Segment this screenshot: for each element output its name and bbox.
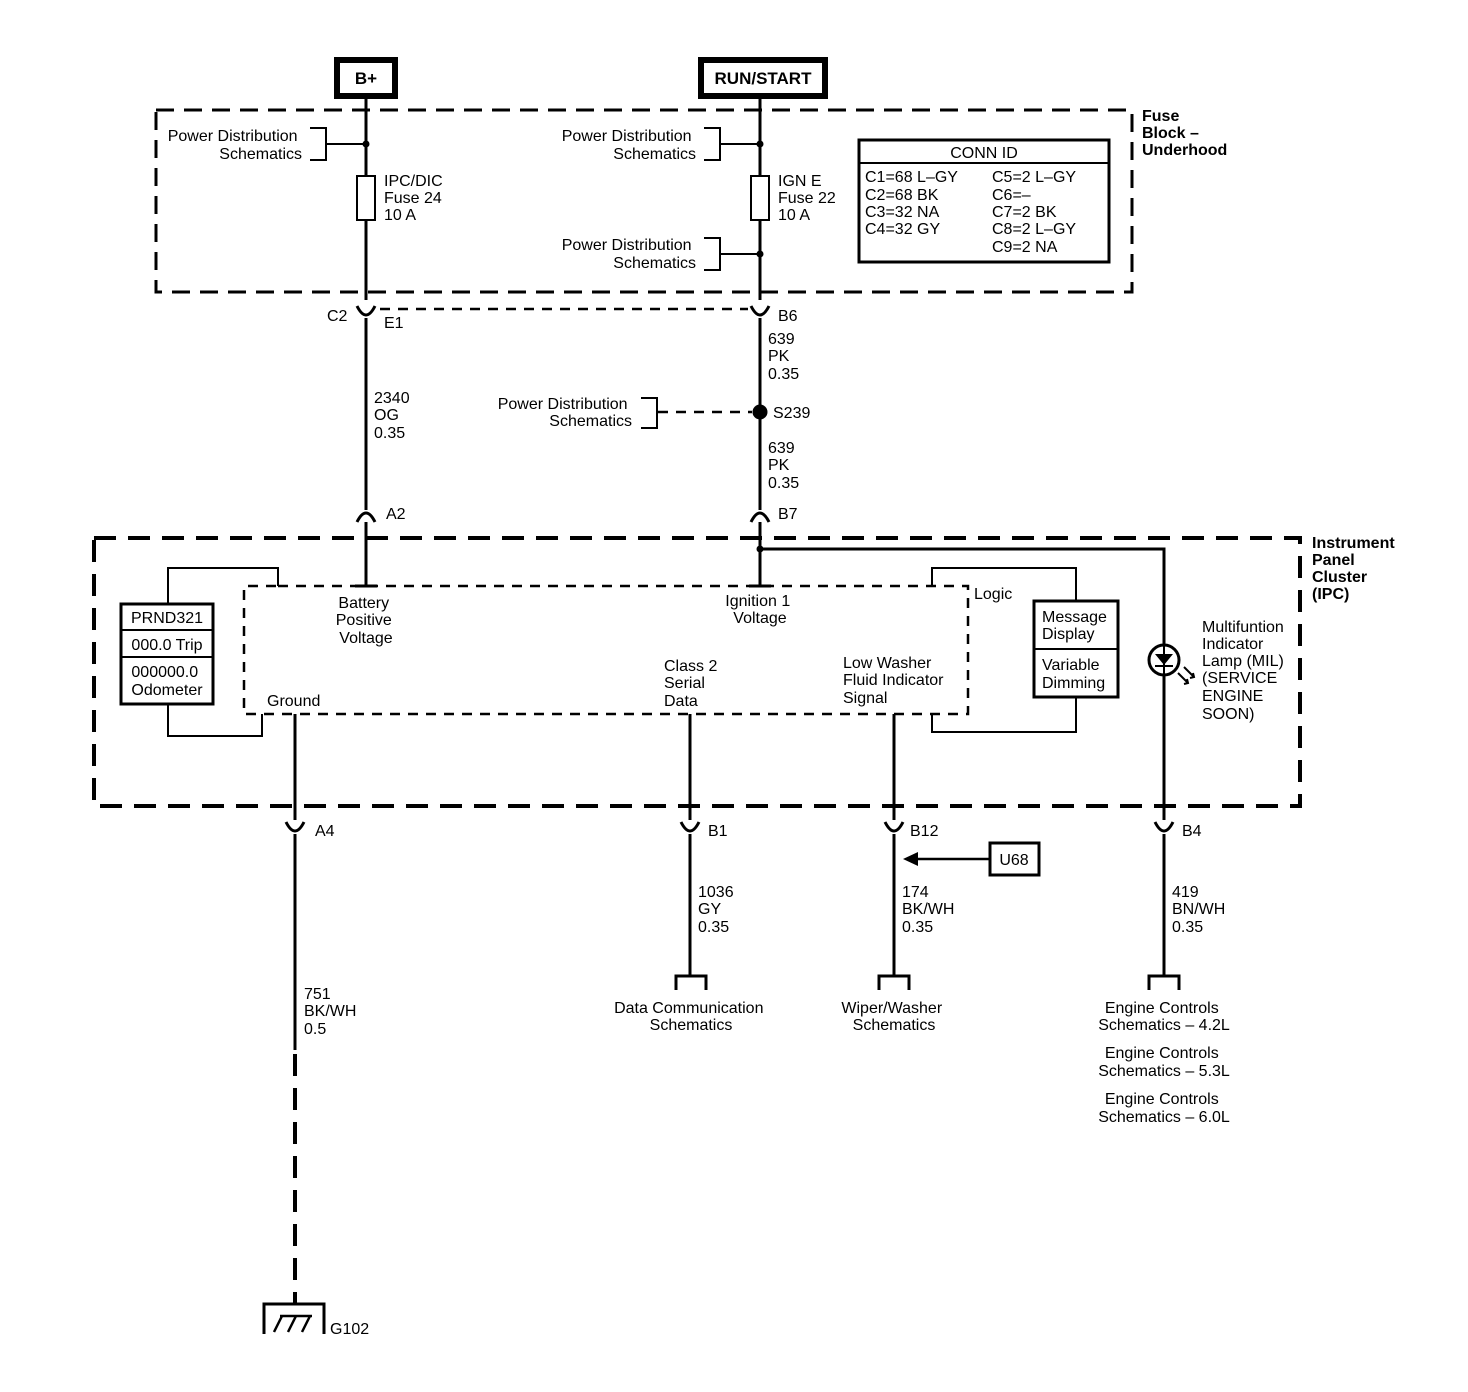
connector-b7: B7 (749, 506, 798, 523)
battery-voltage-label: Battery Positive Voltage (336, 595, 396, 647)
variable-dimming-label: Variable Dimming (1042, 657, 1105, 692)
engine-60-label: Engine Controls Schematics – 6.0L (1098, 1091, 1230, 1126)
wiper-label: Wiper/Washer Schematics (841, 1000, 946, 1034)
connector-a4-label: A4 (315, 823, 335, 840)
class2-label: Class 2 Serial Data (664, 658, 722, 710)
fuse-block-boundary (154, 108, 1134, 294)
connector-a4: A4 (284, 821, 335, 840)
washer-label: Low Washer Fluid Indicator Signal (843, 655, 948, 707)
connector-b7-label: B7 (778, 506, 798, 523)
logic-label: Logic (974, 586, 1012, 603)
fuse-24-circuit: IPC/DIC Fuse 24 10 A (356, 96, 447, 300)
odometer-display: PRND321 000.0 Trip 000000.0 Odometer (119, 602, 215, 706)
display-bracket (167, 567, 279, 737)
mil-lamp-icon (1147, 643, 1196, 685)
ground-g102-icon: G102 (262, 1302, 369, 1338)
wire-1036-label: 1036 GY 0.35 (698, 884, 738, 936)
trip-label: 000.0 Trip (131, 637, 202, 654)
connector-c2-e1: C2 E1 (327, 305, 404, 332)
svg-text:Power Distribution Schem: Power Distribution Schematics (562, 128, 696, 163)
wiper-terminal (877, 974, 911, 990)
ipc-boundary (92, 536, 1302, 808)
engine-53-label: Engine Controls Schematics – 5.3L (1098, 1045, 1230, 1080)
conn-id-title: CONN ID (950, 145, 1018, 162)
connector-e1-label: E1 (384, 315, 404, 332)
message-display-block: Message Display Variable Dimming (1032, 599, 1120, 699)
power-dist-ref-3: Power Distribution Schematics (562, 237, 760, 272)
odometer-label: 000000.0 Odometer (131, 664, 203, 699)
u68-label: U68 (999, 852, 1028, 869)
connector-b12: B12 (883, 821, 939, 840)
connector-b6-label: B6 (778, 308, 798, 325)
b-plus-source: B+ (334, 57, 398, 99)
data-comm-terminal (674, 974, 708, 990)
wire-639-label-upper: 639 PK 0.35 (768, 331, 799, 383)
message-display-label: Message Display (1042, 609, 1111, 643)
prnd-label: PRND321 (131, 610, 203, 627)
wire-ignition-to-mil (760, 547, 1166, 645)
svg-text:Power Distribution Schem: Power Distribution Schematics (562, 237, 696, 272)
power-dist-ref-2: Power Distribution Schematics (562, 127, 760, 163)
message-bracket (931, 567, 1077, 733)
conn-id-right: C5=2 L–GY C6=– C7=2 BK C8=2 L–GY C9=2 NA (992, 169, 1080, 256)
ipc-title: Instrument Panel Cluster (IPC) (1312, 535, 1399, 603)
fuse-24-icon (356, 175, 376, 221)
wire-419-label: 419 BN/WH 0.35 (1172, 884, 1230, 936)
connector-b4-label: B4 (1182, 823, 1202, 840)
engine-42-label: Engine Controls Schematics – 4.2L (1098, 1000, 1230, 1034)
data-comm-label: Data Communication Schematics (614, 1000, 768, 1034)
connector-b12-label: B12 (910, 823, 939, 840)
wire-174-label: 174 BK/WH 0.35 (902, 884, 959, 936)
connector-b1: B1 (679, 821, 728, 840)
wire-751-label: 751 BK/WH 0.5 (304, 986, 361, 1038)
connector-b1-label: B1 (708, 823, 728, 840)
ignition-voltage-label: Ignition 1 Voltage (725, 593, 794, 627)
run-start-source: RUN/START (698, 57, 828, 99)
svg-text:Power Distribution Schem: Power Distribution Schematics (168, 128, 302, 163)
fuse-block-title: Fuse Block – Underhood (1142, 108, 1227, 159)
connector-a2: A2 (355, 506, 406, 523)
wire-2340-label: 2340 OG 0.35 (374, 390, 414, 442)
connector-b6: B6 (749, 305, 798, 325)
power-dist-ref-1: Power Distribution Schematics (168, 127, 366, 163)
engine-terminal (1147, 974, 1181, 990)
connector-c2-label: C2 (327, 308, 348, 325)
fuse-24-label: IPC/DIC Fuse 24 10 A (384, 173, 447, 224)
mil-label: Multifuntion Indicator Lamp (MIL) (SERVI… (1202, 619, 1288, 723)
fuse-22-label: IGN E Fuse 22 10 A (778, 173, 840, 224)
b-plus-label: B+ (355, 69, 377, 88)
run-start-label: RUN/START (715, 69, 813, 88)
splice-s239: S239 Power Distribution Schematics (498, 396, 811, 430)
conn-id-left: C1=68 L–GY C2=68 BK C3=32 NA C4=32 GY (865, 169, 962, 238)
conn-id-table: CONN ID C1=68 L–GY C2=68 BK C3=32 NA C4=… (857, 138, 1111, 264)
ground-g102-label: G102 (330, 1321, 369, 1338)
ground-label: Ground (267, 693, 320, 710)
connector-a2-label: A2 (386, 506, 406, 523)
splice-power-dist-label: Power Distribution Schematics (498, 396, 632, 430)
u68-option: U68 (903, 841, 1041, 877)
fuse-22-icon (750, 175, 770, 221)
connector-b4: B4 (1153, 821, 1202, 840)
fuse-22-circuit: IGN E Fuse 22 10 A (750, 96, 840, 300)
ipc-logic-boundary (242, 584, 970, 716)
wire-639-label-lower: 639 PK 0.35 (768, 440, 799, 492)
splice-s239-label: S239 (773, 405, 810, 422)
